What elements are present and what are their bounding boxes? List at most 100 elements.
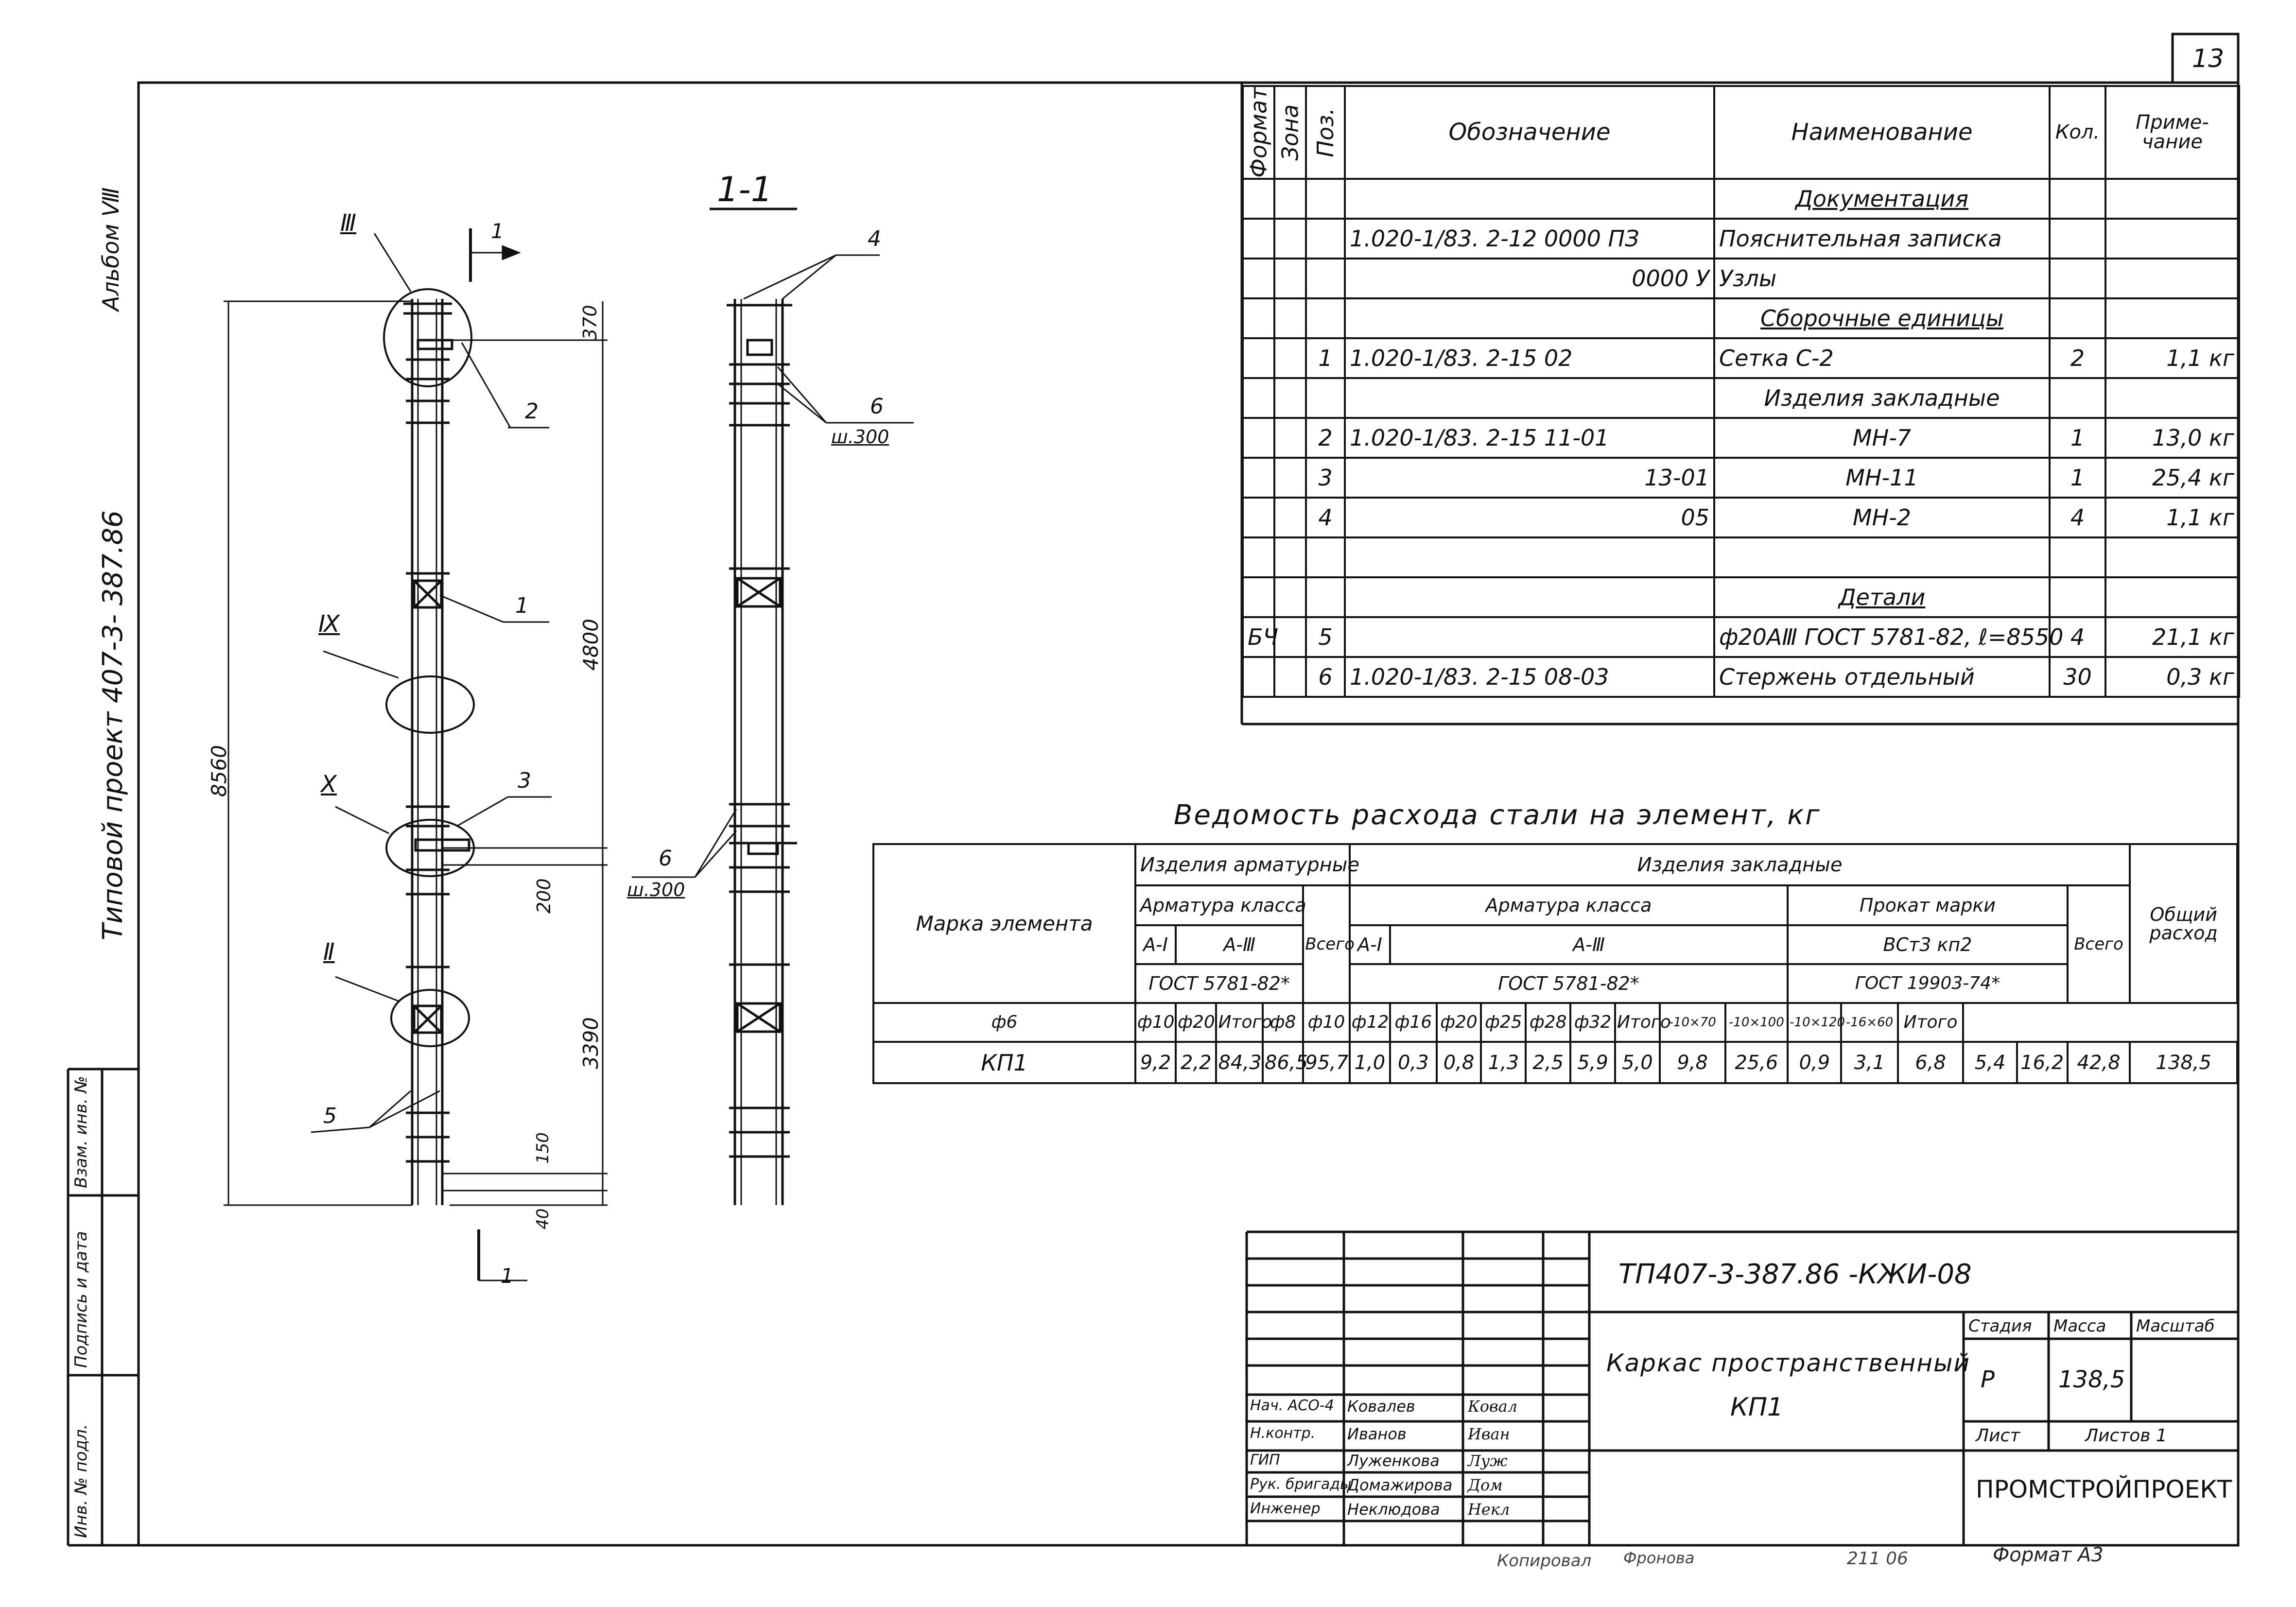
- spec-cell-format: [1242, 257, 1275, 299]
- steel-subcol: -10×100: [1724, 1002, 1789, 1043]
- spec-cell-pos: 3: [1305, 456, 1346, 499]
- spec-cell-pos: 5: [1305, 616, 1346, 658]
- pos-label-6a: 6: [870, 394, 884, 419]
- spec-cell-note: [2105, 297, 2240, 339]
- spec-cell-qty: 1: [2049, 416, 2106, 459]
- spec-cell-designation: 1.020-1/83. 2-12 0000 ПЗ: [1344, 217, 1715, 259]
- node-label-3: Ⅲ: [340, 209, 357, 237]
- spec-cell-note: [2105, 257, 2240, 299]
- spec-cell-designation: [1344, 297, 1715, 339]
- steel-value-cell: 84,3: [1215, 1041, 1264, 1084]
- spec-cell-name: Стержень отдельный: [1713, 656, 2051, 698]
- spec-cell-zone: [1273, 456, 1307, 499]
- spec-cell-note: [2105, 536, 2240, 578]
- spec-cell-zone: [1273, 576, 1307, 618]
- doc-code: ТП407-3-387.86 -КЖИ-08: [1618, 1259, 1972, 1290]
- spec-cell-note: 13,0 кг: [2105, 416, 2240, 459]
- steel-a3-2: А-Ⅲ: [1389, 924, 1789, 965]
- spec-cell-designation: 13-01: [1344, 456, 1715, 499]
- spec-cell-zone: [1273, 177, 1307, 220]
- steel-value-cell: 25,6: [1724, 1041, 1789, 1084]
- spec-cell-pos: 4: [1305, 496, 1346, 538]
- pos-label-5: 5: [323, 1104, 337, 1128]
- spec-cell-name: Узлы: [1713, 257, 2051, 299]
- spec-cell-format: [1242, 297, 1275, 339]
- dim-bottom2: 40: [533, 1208, 553, 1229]
- spec-cell-pos: [1305, 576, 1346, 618]
- spec-cell-zone: [1273, 257, 1307, 299]
- steel-row-mark: КП1: [872, 1041, 1136, 1084]
- spec-cell-zone: [1273, 496, 1307, 538]
- section-view: [632, 254, 914, 1205]
- spec-cell-qty: 4: [2049, 496, 2106, 538]
- steel-value-cell: 5,0: [1614, 1041, 1661, 1084]
- spec-cell-zone: [1273, 377, 1307, 419]
- steel-subcol: Итого: [1896, 1002, 1965, 1043]
- steel-subcol: Итого: [1215, 1002, 1272, 1043]
- spec-cell-zone: [1273, 416, 1307, 459]
- steel-subcol: ф10: [1134, 1002, 1177, 1043]
- copied-signature: Фронова: [1623, 1549, 1695, 1567]
- spec-cell-format: [1242, 217, 1275, 259]
- dim-lower: 3390: [579, 1017, 603, 1069]
- spec-cell-designation: 1.020-1/83. 2-15 08-03: [1344, 656, 1715, 698]
- dim-overall: 8560: [207, 745, 231, 797]
- stage-label: Стадия: [1968, 1316, 2032, 1336]
- steel-subcol: ф10: [1302, 1002, 1351, 1043]
- spec-cell-note: [2105, 177, 2240, 220]
- spec-cell-zone: [1273, 297, 1307, 339]
- dim-top: 370: [579, 305, 601, 340]
- spec-row: Документация: [1242, 177, 2240, 220]
- steel-value-cell: 86,5: [1261, 1041, 1308, 1084]
- spec-cell-zone: [1273, 656, 1307, 698]
- signer-name: Иванов: [1347, 1425, 1407, 1443]
- spec-cell-qty: [2049, 217, 2106, 259]
- signer-signature: Некл: [1468, 1500, 1510, 1519]
- copied-code: 211 06: [1847, 1549, 1908, 1569]
- object-name: Каркас пространственный: [1606, 1349, 1971, 1377]
- spec-header-format: Формат: [1243, 86, 1274, 179]
- steel-gost-rolled: ГОСТ 19903-74*: [1787, 963, 2069, 1004]
- spec-cell-format: [1242, 377, 1275, 419]
- pitch-label-b: ш.300: [627, 879, 685, 900]
- steel-value-cell: 2,2: [1175, 1041, 1218, 1084]
- signer-role: Н.контр.: [1250, 1425, 1316, 1442]
- spec-cell-pos: [1305, 297, 1346, 339]
- spec-row: Изделия закладные: [1242, 377, 2240, 419]
- steel-subcol: ф20: [1435, 1002, 1482, 1043]
- spec-header-qty: Кол.: [2049, 85, 2106, 180]
- steel-total-header-2: Всего: [2066, 884, 2131, 1004]
- signer-role: Рук. бригады: [1250, 1476, 1352, 1493]
- spec-cell-designation: [1344, 177, 1715, 220]
- steel-arm-class: Арматура класса: [1134, 884, 1306, 926]
- copied-by: Копировал: [1497, 1551, 1592, 1571]
- spec-cell-designation: 05: [1344, 496, 1715, 538]
- spec-cell-qty: [2049, 177, 2106, 220]
- spec-table: Формат Зона Поз. Обозначение Наименовани…: [1242, 85, 2240, 698]
- spec-cell-format: [1242, 416, 1275, 459]
- signer-name: Ковалев: [1347, 1397, 1415, 1416]
- spec-cell-name: Документация: [1713, 177, 2051, 220]
- signer-signature: Луж: [1468, 1451, 1508, 1470]
- pos-label-4: 4: [868, 226, 881, 251]
- spec-cell-format: [1242, 337, 1275, 379]
- steel-a1-2: А-Ⅰ: [1348, 924, 1392, 965]
- stamp-inv-label: Инв. № подл.: [71, 1424, 91, 1538]
- spec-header-zone: Зона: [1274, 86, 1306, 179]
- spec-cell-format: [1242, 456, 1275, 499]
- signer-role: ГИП: [1250, 1451, 1280, 1469]
- spec-cell-qty: [2049, 297, 2106, 339]
- signer-name: Домажирова: [1347, 1476, 1453, 1494]
- pos-label-2: 2: [525, 399, 539, 424]
- spec-cell-designation: 1.020-1/83. 2-15 02: [1344, 337, 1715, 379]
- spec-cell-designation: [1344, 616, 1715, 658]
- spec-cell-note: [2105, 217, 2240, 259]
- signer-signature: Ковал: [1468, 1397, 1518, 1416]
- sheet-label: Лист: [1976, 1426, 2020, 1446]
- spec-cell-note: [2105, 576, 2240, 618]
- spec-cell-name: [1713, 536, 2051, 578]
- signer-role: Нач. АСО-4: [1250, 1397, 1334, 1414]
